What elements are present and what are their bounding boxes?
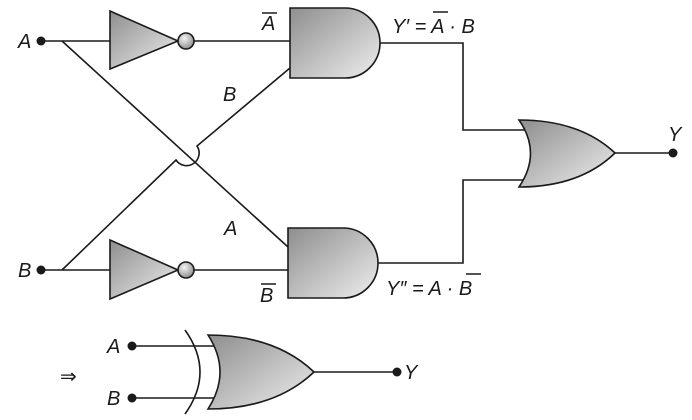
expression-y1-rest: · B	[444, 16, 475, 38]
expression-y2-prefix: Y″ = A ·	[386, 278, 459, 300]
expression-y2: Y″ = A · B	[386, 273, 481, 300]
wire-and1-to-or	[380, 42, 524, 131]
expression-y1-a: A	[430, 16, 444, 38]
svg-text:Y′ = A · B: Y′ = A · B	[392, 16, 475, 38]
label-b-cross: B	[223, 84, 236, 106]
expression-y1: Y′ = A · B	[392, 11, 475, 38]
wire-a-to-and2	[61, 40, 289, 248]
equivalent-xor: ⇒ A B Y	[60, 329, 419, 415]
wire-b-to-and1	[61, 67, 291, 271]
xor-input-b-label: B	[107, 388, 120, 410]
output-y-terminal	[668, 148, 678, 158]
not-gate-b-body	[109, 238, 181, 301]
input-a-label: A	[17, 31, 31, 53]
wire-and2-to-or	[378, 179, 524, 264]
input-b: B	[18, 260, 46, 282]
not-gate-a-bubble	[177, 32, 195, 50]
label-a-bar: A	[261, 13, 275, 35]
xor-input-a-label: A	[106, 336, 120, 358]
output-y-label: Y	[668, 124, 683, 146]
xor-output-terminal	[392, 367, 402, 377]
svg-text:Y″ = A · B: Y″ = A · B	[386, 278, 472, 300]
xor-output-label: Y	[404, 362, 419, 384]
not-gate-b-bubble	[177, 261, 195, 279]
equivalent-arrow: ⇒	[60, 364, 77, 388]
or-gate	[517, 119, 617, 188]
xor-gate-body	[206, 334, 316, 410]
xor-extra-arc	[184, 329, 201, 415]
input-b-label: B	[18, 260, 31, 282]
and-gate-1	[289, 7, 381, 79]
input-a: A	[17, 31, 46, 53]
expression-y2-b: B	[459, 278, 472, 300]
label-b-bar: B	[260, 285, 273, 307]
and-gate-2	[287, 227, 379, 299]
not-gate-a-body	[109, 9, 181, 71]
not-gate-b	[109, 238, 195, 301]
label-a-cross: A	[223, 218, 237, 240]
expression-y1-prefix: Y′ =	[392, 16, 431, 38]
not-gate-a	[109, 9, 195, 71]
